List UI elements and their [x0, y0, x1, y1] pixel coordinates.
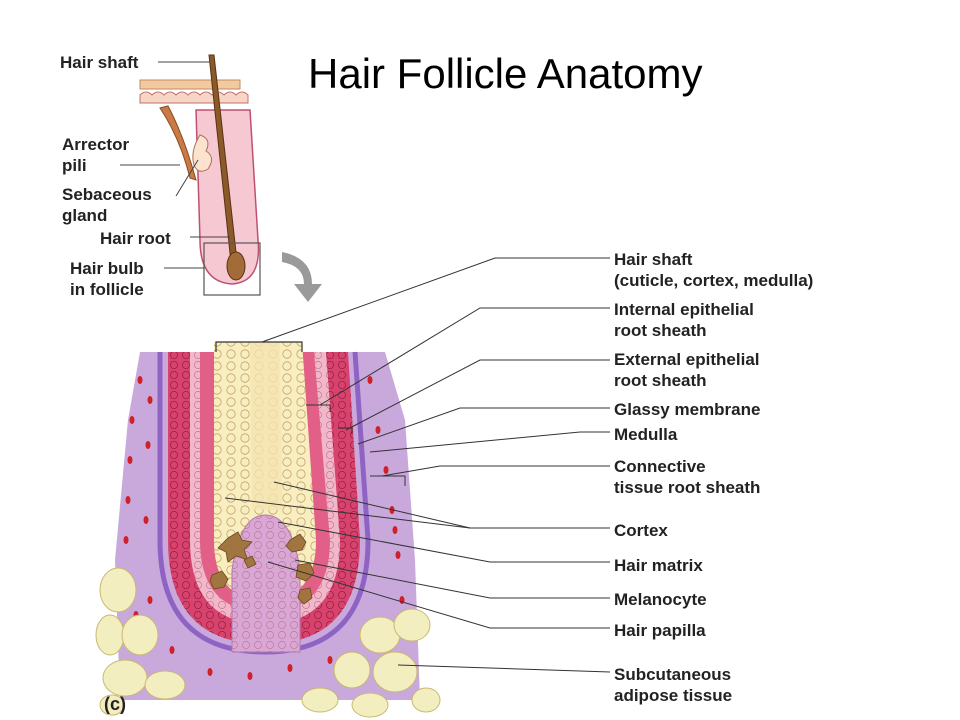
label-glassy-membrane: Glassy membrane: [614, 400, 761, 419]
main-follicle: [95, 341, 441, 718]
label-hair-shaft: Hair shaft (cuticle, cortex, medulla): [614, 250, 814, 290]
adipose-tissue: [95, 567, 441, 718]
label-small-hair-root: Hair root: [100, 229, 171, 248]
overview-sebaceous-gland: [192, 134, 212, 172]
overview-zoom-box: [203, 242, 261, 296]
overview-diagram: [120, 54, 322, 302]
panel-label: (c): [104, 694, 126, 714]
overview-hair-bulb: [226, 251, 246, 281]
label-cortex: Cortex: [614, 521, 668, 540]
epidermis-surface: [139, 79, 241, 90]
page-title: Hair Follicle Anatomy: [308, 50, 703, 97]
label-small-arrector-pili: Arrector pili: [62, 135, 130, 175]
label-small-sebaceous-gland: Sebaceous gland: [62, 185, 152, 225]
label-adipose-tissue: Subcutaneous adipose tissue: [614, 665, 733, 705]
label-small-hair-shaft: Hair shaft: [60, 53, 139, 72]
melanocytes: [209, 531, 315, 605]
label-hair-papilla: Hair papilla: [614, 621, 706, 640]
label-connective-tissue-sheath: Connective tissue root sheath: [614, 457, 761, 497]
epidermis-wavy-layer: [139, 91, 249, 104]
medulla: [250, 342, 282, 510]
label-internal-root-sheath: Internal epithelial root sheath: [614, 300, 754, 340]
dermis-nuclei: [123, 376, 405, 680]
leader-lines: [224, 257, 611, 673]
overview-arrector-pili: [159, 105, 197, 181]
zoom-arrow: [282, 252, 322, 302]
label-medulla: Medulla: [614, 425, 678, 444]
shaft-bracket: [215, 341, 303, 352]
label-external-root-sheath: External epithelial root sheath: [614, 350, 760, 390]
label-small-hair-bulb: Hair bulb in follicle: [70, 259, 144, 299]
label-hair-matrix: Hair matrix: [614, 556, 703, 575]
label-melanocyte: Melanocyte: [614, 590, 707, 609]
